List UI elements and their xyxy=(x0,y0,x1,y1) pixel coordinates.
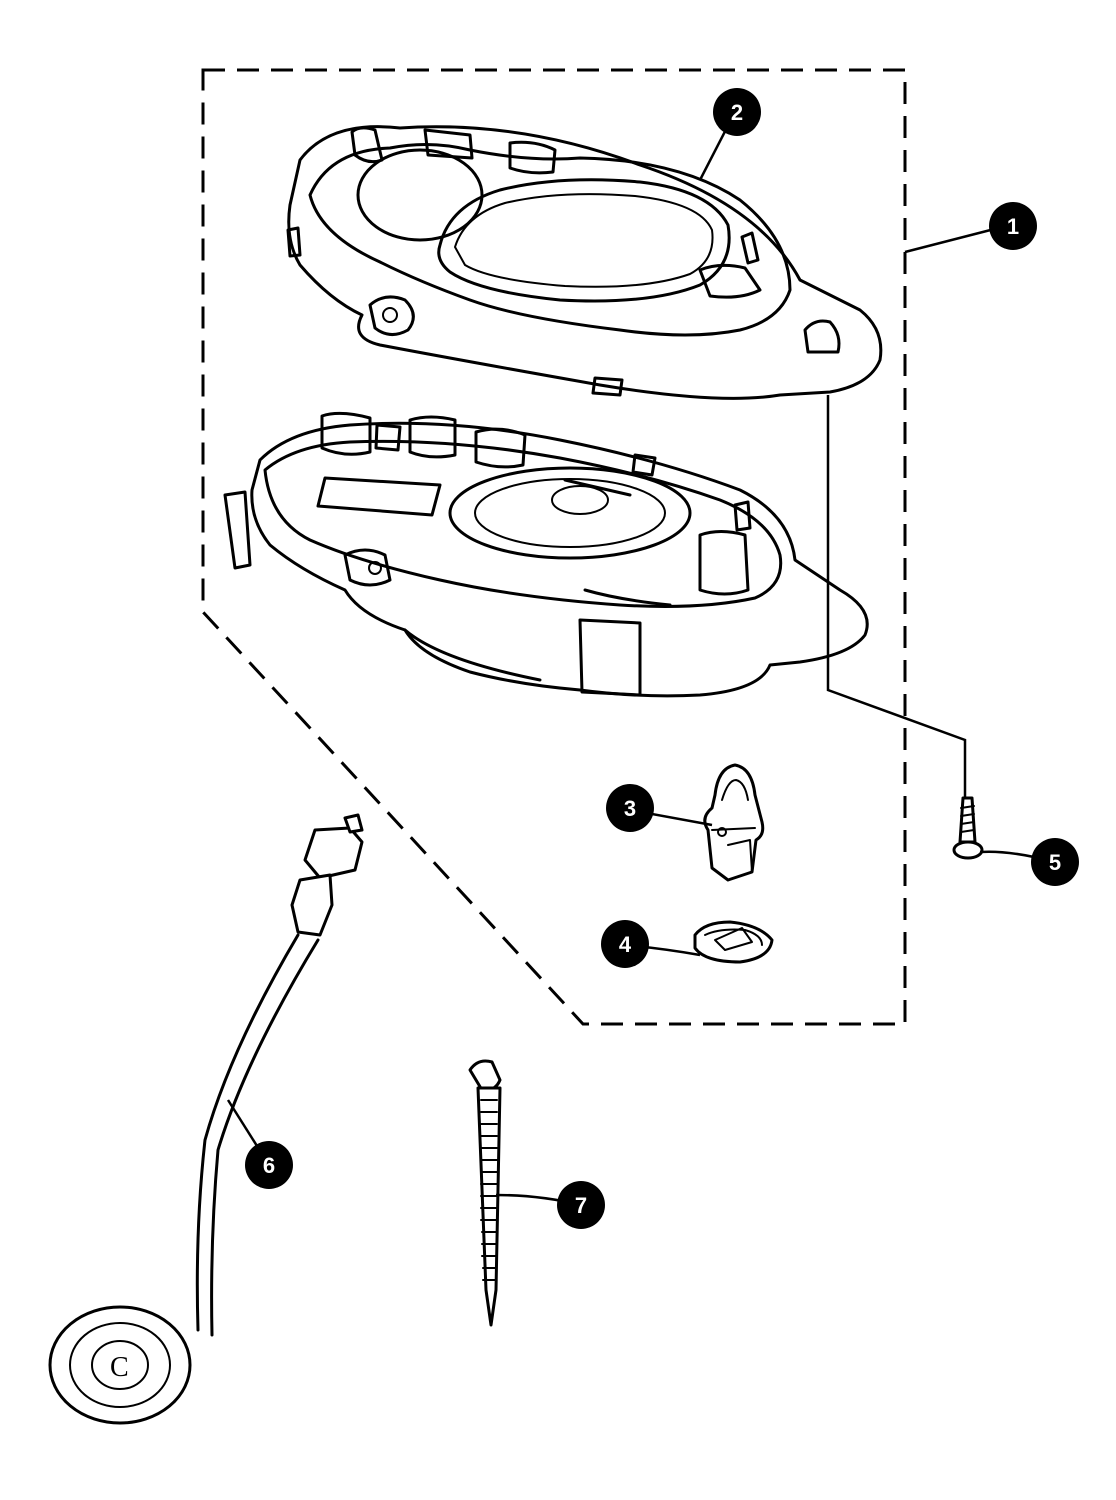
svg-text:6: 6 xyxy=(263,1153,275,1178)
bulb-socket xyxy=(703,763,765,882)
callout-4: 4 xyxy=(601,920,649,968)
callout-1: 1 xyxy=(989,202,1037,250)
callout-6: 6 xyxy=(245,1141,293,1189)
svg-text:1: 1 xyxy=(1007,214,1019,239)
svg-text:2: 2 xyxy=(731,100,743,125)
svg-text:C: C xyxy=(110,1352,129,1383)
screw-leader xyxy=(826,395,967,800)
callout-2: 2 xyxy=(713,88,761,136)
speedometer-cable: C xyxy=(48,813,364,1425)
meter-cover xyxy=(286,125,883,400)
svg-text:5: 5 xyxy=(1049,850,1061,875)
svg-text:7: 7 xyxy=(575,1193,587,1218)
assembly-boundary xyxy=(201,68,907,1026)
svg-text:4: 4 xyxy=(619,932,632,957)
svg-text:3: 3 xyxy=(624,796,636,821)
screw xyxy=(952,796,984,860)
meter-housing xyxy=(223,411,869,698)
callout-3: 3 xyxy=(606,784,654,832)
callout-5: 5 xyxy=(1031,838,1079,886)
callout-7: 7 xyxy=(557,1181,605,1229)
grommet xyxy=(693,920,774,964)
cable-tie xyxy=(468,1059,502,1327)
